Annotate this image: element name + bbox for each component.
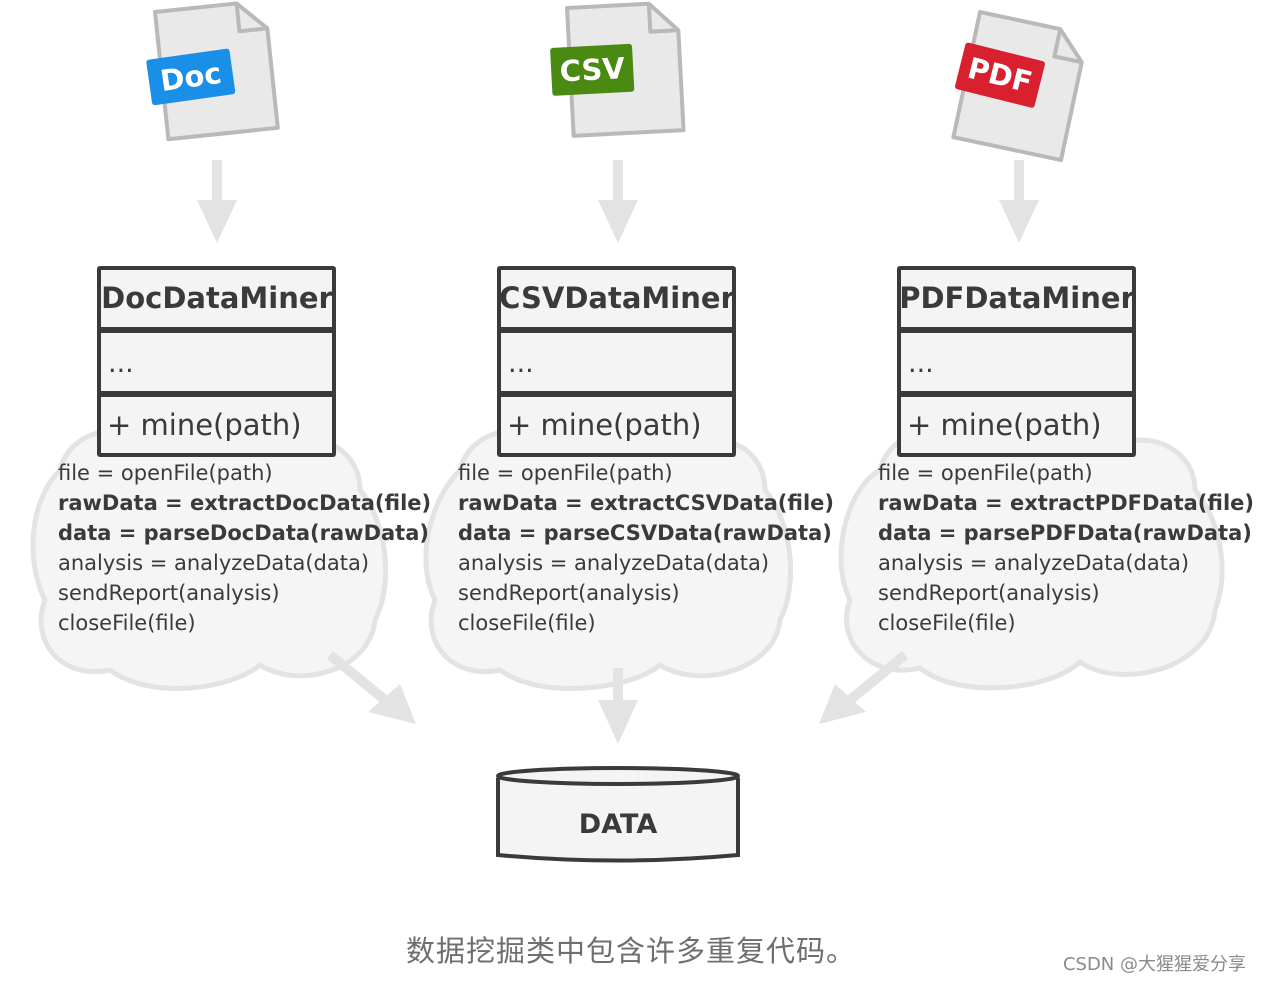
arrow-csv-to-miner [598,160,638,243]
class-method: + mine(path) [107,408,302,442]
class-methods-section [101,397,332,453]
code-line: data = parseCSVData(rawData) [458,521,832,545]
class-fields-section [101,333,332,391]
arrow-pdf-to-miner [999,160,1039,243]
class-header [901,270,1132,327]
code-line: file = openFile(path) [58,461,273,485]
file-tag-bg [146,48,236,106]
doc-file-tag: Doc [146,48,236,106]
code-line: rawData = extractDocData(file) [58,491,431,515]
class-method: + mine(path) [907,408,1102,442]
csv-file-tag: CSV [550,43,635,96]
code-line: sendReport(analysis) [878,581,1100,605]
class-fields: ... [508,348,534,379]
code-line: analysis = analyzeData(data) [58,551,369,575]
class-methods-section [501,397,732,453]
code-line: file = openFile(path) [878,461,1093,485]
code-block-pdf: file = openFile(path) rawData = extractPD… [878,461,1254,635]
file-tag-label: Doc [158,56,223,98]
code-line: rawData = extractCSVData(file) [458,491,834,515]
class-name: PDFDataMiner [899,281,1135,315]
pdf-file-tag: PDF [955,42,1045,108]
class-methods-section [901,397,1132,453]
code-line: data = parseDocData(rawData) [58,521,429,545]
class-name: CSVDataMiner [499,281,735,315]
watermark: CSDN @大猩猩爱分享 [1062,954,1246,975]
code-line: rawData = extractPDFData(file) [878,491,1254,515]
class-box-doc: DocDataMiner ... + mine(path) [97,266,336,457]
class-fields: ... [108,348,134,379]
class-box-csv: CSVDataMiner ... + mine(path) [497,266,736,457]
code-line: closeFile(file) [458,611,596,635]
arrow-doc-to-miner [197,160,237,243]
figure-caption: 数据挖掘类中包含许多重复代码。 [405,934,856,968]
code-line: closeFile(file) [58,611,196,635]
database-icon: DATA [496,766,740,863]
arrow-csv-to-data [598,668,638,744]
class-header [501,270,732,327]
code-line: sendReport(analysis) [58,581,280,605]
file-tag-bg [550,43,635,96]
code-line: sendReport(analysis) [458,581,680,605]
code-line: closeFile(file) [878,611,1016,635]
code-line: data = parsePDFData(rawData) [878,521,1252,545]
class-fields-section [901,333,1132,391]
file-tag-label: CSV [559,51,626,88]
code-block-doc: file = openFile(path) rawData = extractDo… [58,461,431,635]
class-header [101,270,332,327]
class-fields: ... [908,348,934,379]
code-line: analysis = analyzeData(data) [458,551,769,575]
arrow-doc-to-data [326,651,416,724]
database-label: DATA [579,809,658,840]
class-box-pdf: PDFDataMiner ... + mine(path) [897,266,1136,457]
class-fields-section [501,333,732,391]
code-line: analysis = analyzeData(data) [878,551,1189,575]
class-name: DocDataMiner [101,281,333,315]
code-block-csv: file = openFile(path) rawData = extractCS… [458,461,834,635]
arrow-pdf-to-data [819,651,909,724]
file-tag-bg [955,42,1045,108]
code-line: file = openFile(path) [458,461,673,485]
class-method: + mine(path) [507,408,702,442]
